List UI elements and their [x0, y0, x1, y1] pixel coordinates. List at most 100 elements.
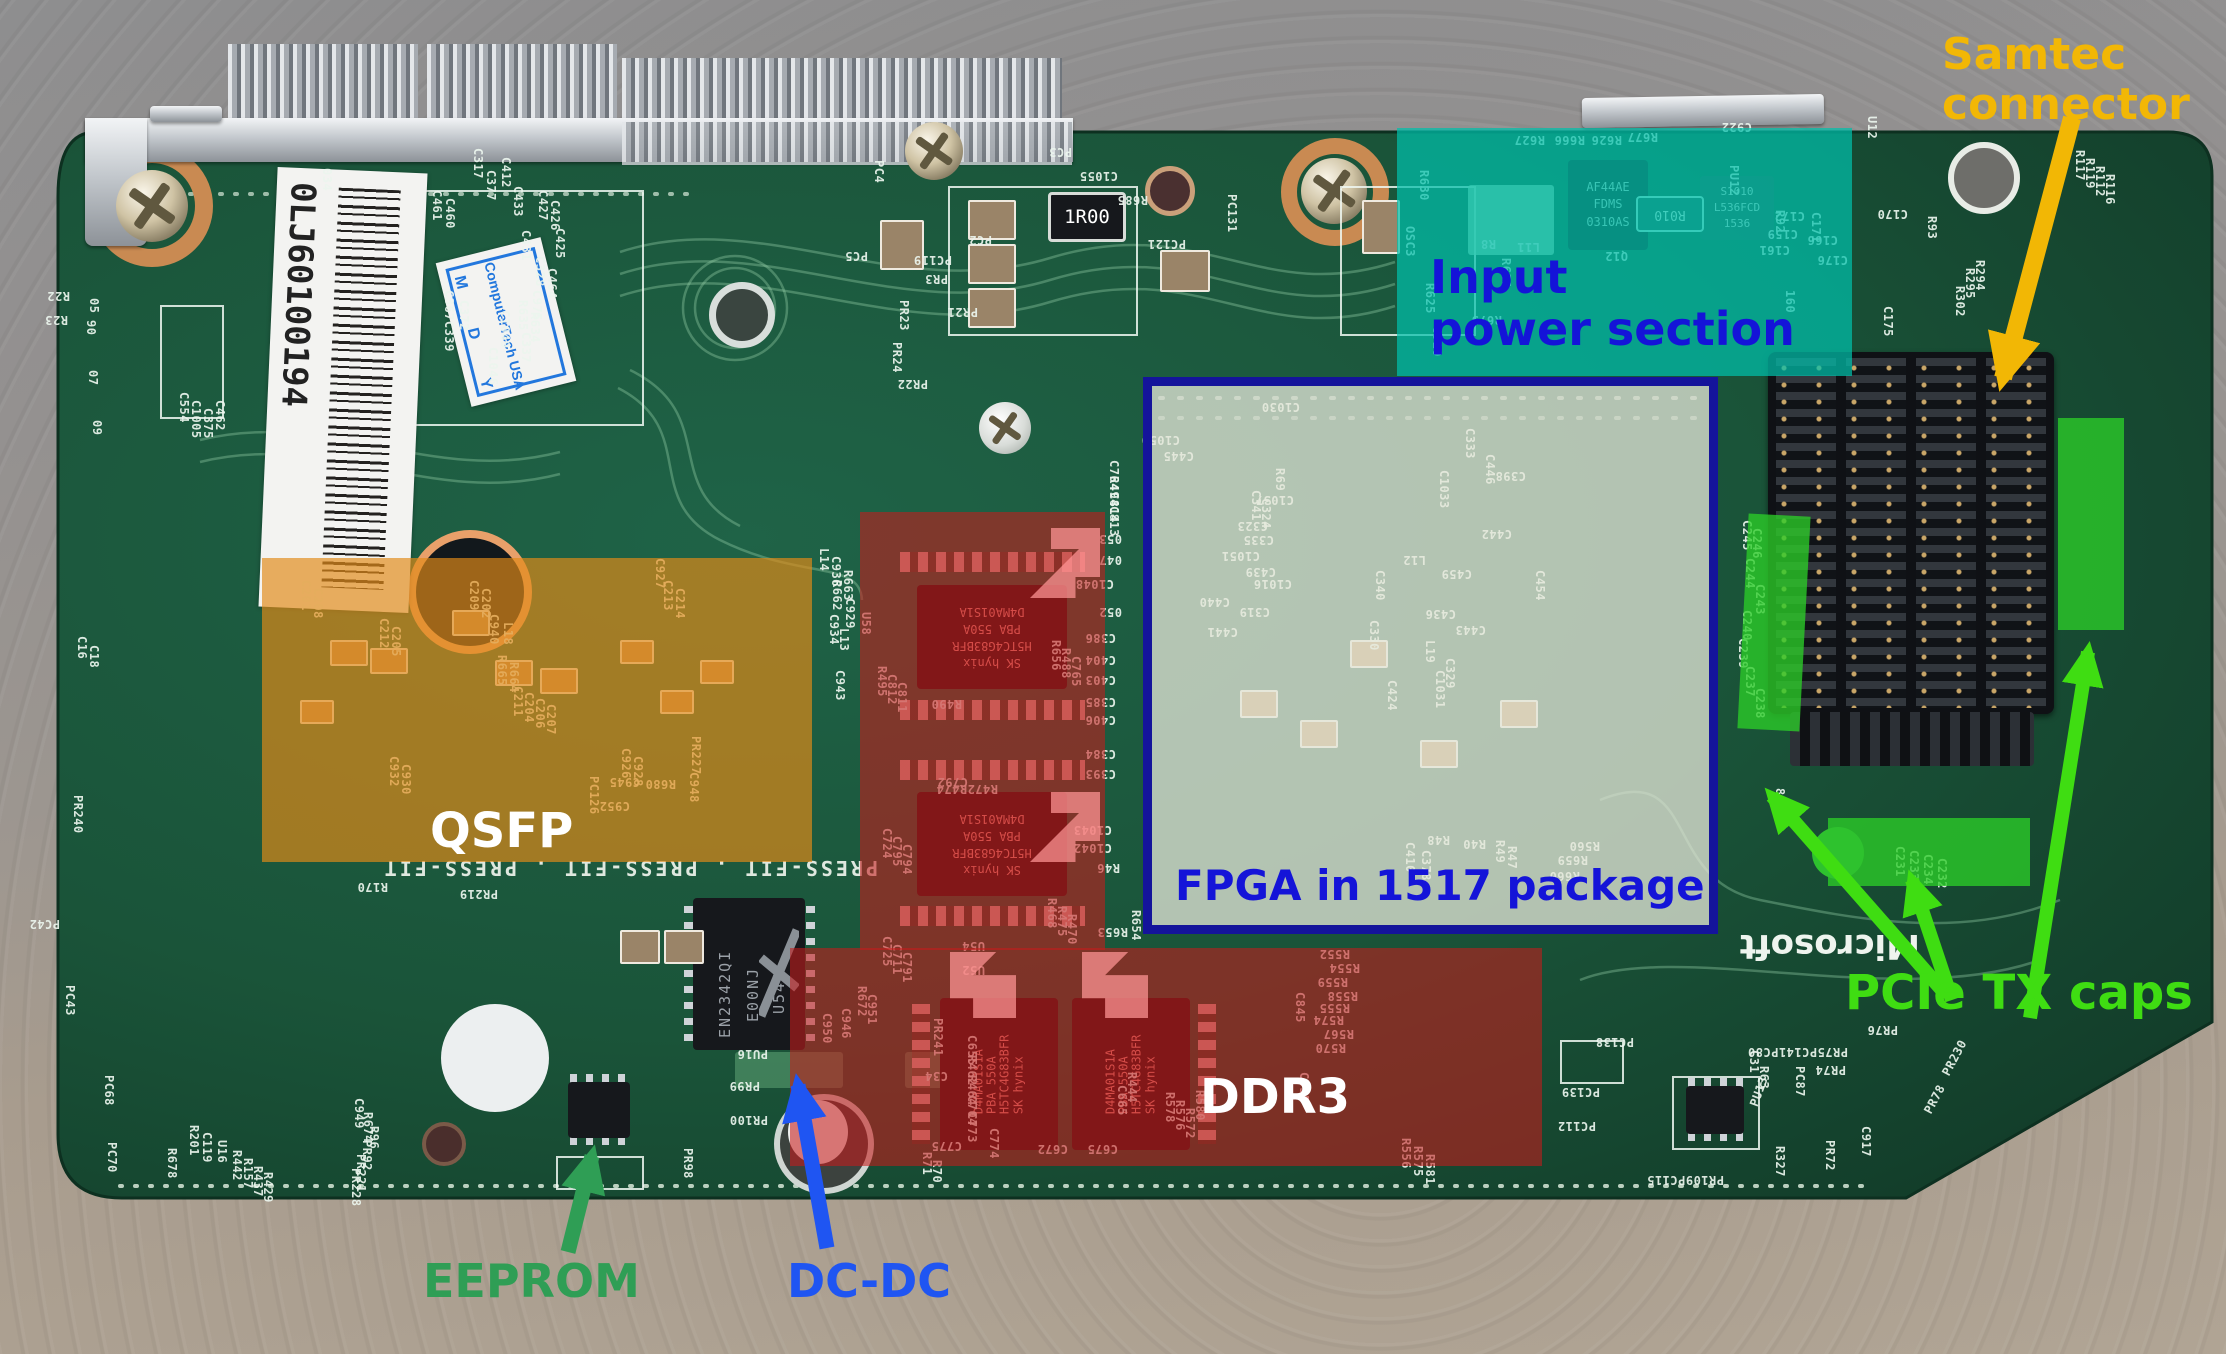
fpga-region — [1143, 377, 1718, 934]
silkscreen-label: R327 — [1773, 1146, 1787, 1177]
chip-leads — [1688, 1132, 1744, 1141]
pcie-label: PCIe TX caps — [1845, 965, 2193, 1021]
silkscreen-label: PR78 — [1921, 1082, 1948, 1117]
samtec-connector-tail — [1790, 712, 2034, 766]
silkscreen-label: U16 — [215, 1140, 229, 1164]
bracket-tab — [150, 106, 222, 122]
screw — [116, 170, 188, 242]
silkscreen-label: PR109PC115 — [1646, 1173, 1724, 1187]
silkscreen-label: PC121 — [1147, 237, 1186, 251]
component-outline — [1672, 1076, 1760, 1150]
silkscreen-label: PR74 — [1815, 1063, 1846, 1077]
component-outline — [948, 186, 1138, 336]
qsfp-label: QSFP — [430, 803, 574, 859]
silkscreen-label: PR24 — [890, 342, 904, 373]
silkscreen-label: PR72 — [1823, 1140, 1837, 1171]
samtec-connector — [1768, 352, 2054, 714]
silkscreen-label: PC68 — [102, 1075, 116, 1106]
silkscreen-label: PC43 — [63, 985, 77, 1016]
silkscreen-label: C1046 — [486, 347, 500, 386]
silkscreen-label: C460 — [443, 198, 457, 229]
silkscreen-label: PC70 — [105, 1142, 119, 1173]
silkscreen-label: R170 — [357, 880, 388, 894]
silkscreen-label: PR240 — [71, 795, 85, 834]
silkscreen-label: PC139 — [1561, 1085, 1600, 1099]
silkscreen-label: C412 — [499, 157, 513, 188]
silkscreen-label: R429 — [261, 1172, 275, 1203]
ddr-region-bottom — [790, 948, 1542, 1166]
silkscreen-label: PC2 — [968, 233, 992, 247]
silkscreen-label: R116 — [2103, 174, 2117, 205]
silkscreen-label: PR100 — [729, 1113, 768, 1127]
connector-fins — [622, 58, 1062, 125]
silkscreen-label: R662 — [830, 580, 844, 611]
via-hole — [422, 1122, 466, 1166]
silkscreen-label: R302 — [1953, 286, 1967, 317]
component-outline — [1560, 1040, 1624, 1084]
ddr3-label: DDR3 — [1200, 1069, 1351, 1125]
silkscreen-label: C175 — [1881, 306, 1895, 337]
silkscreen-label: PC138 — [1595, 1035, 1634, 1049]
qsfp-region — [262, 558, 812, 862]
silkscreen-label: PC119 — [913, 253, 952, 267]
input-power-region — [1397, 128, 1852, 376]
silkscreen-label: C1055 — [1079, 169, 1118, 183]
silkscreen-label: C462 — [213, 400, 227, 431]
silkscreen-label: C170 — [1877, 207, 1908, 221]
silkscreen-label: C18 — [87, 645, 101, 669]
eeprom-label: EEPROM — [423, 1254, 640, 1308]
silkscreen-label: C425 — [553, 228, 567, 259]
silkscreen-label: C917 — [1859, 1126, 1873, 1157]
silkscreen-label: PR76 — [1867, 1023, 1898, 1037]
dcdc-converter-chip: EN2342QI E00NJ U542 — [693, 898, 805, 1050]
silkscreen-label: C464 — [545, 268, 559, 299]
silkscreen-label: R654 — [1129, 910, 1143, 941]
silkscreen-label: 8 — [1773, 788, 1787, 796]
silkscreen-label: C943 — [833, 670, 847, 701]
via-hole — [1145, 166, 1195, 216]
pu13-chip — [1686, 1086, 1744, 1134]
screw — [905, 122, 963, 180]
silkscreen-label: PR22 — [897, 377, 928, 391]
silkscreen-label: PR75PC141PC80 — [1747, 1045, 1848, 1059]
silkscreen-label: C433 — [511, 186, 525, 217]
silkscreen-label: PC112 — [1557, 1119, 1596, 1133]
silkscreen-label: C337 — [519, 332, 533, 363]
silkscreen-label: PR3 — [924, 272, 948, 286]
silkscreen-label: PR230 — [1939, 1037, 1970, 1079]
silkscreen-label: 90 — [84, 320, 98, 336]
nylon-screw — [979, 402, 1031, 454]
silkscreen-label: PR219 — [459, 887, 498, 901]
component-outline — [160, 305, 224, 419]
white-paste-blob — [441, 1004, 549, 1112]
silkscreen-label: PR99 — [729, 1079, 760, 1093]
silkscreen-label: 034 — [320, 168, 334, 192]
silkscreen-label: C377 — [484, 170, 498, 201]
chip-leads — [684, 906, 693, 1042]
silkscreen-label: PC5 — [844, 249, 868, 263]
silkscreen-label: PC42 — [29, 917, 60, 931]
silkscreen-label: PC3 — [1048, 145, 1072, 159]
silkscreen-label: 07 — [86, 370, 100, 386]
silkscreen-label: C119 — [200, 1132, 214, 1163]
silkscreen-label: R201 — [187, 1125, 201, 1156]
silkscreen-label: PR23 — [897, 300, 911, 331]
silkscreen-label: 05 — [87, 298, 101, 314]
silkscreen-label: PC4 — [872, 160, 886, 184]
microsoft-logo-text: Microsoft — [1739, 926, 1920, 966]
silkscreen-label: L13 — [837, 628, 851, 652]
silkscreen-label: C372 — [457, 300, 471, 331]
silkscreen-label: R678 — [165, 1148, 179, 1179]
silkscreen-label: C367C339 — [442, 290, 456, 352]
silkscreen-label: PC131 — [1225, 194, 1239, 233]
silkscreen-label: C929 — [843, 598, 857, 629]
shunt-resistor: 1R00 — [1048, 192, 1126, 242]
silkscreen-label: PR98 — [681, 1148, 695, 1179]
chip-leads — [1688, 1078, 1744, 1087]
silkscreen-label: U12 — [1865, 116, 1879, 140]
silkscreen-label: PR228 — [349, 1168, 363, 1207]
chip-leads — [570, 1074, 630, 1083]
screw — [1301, 158, 1367, 224]
